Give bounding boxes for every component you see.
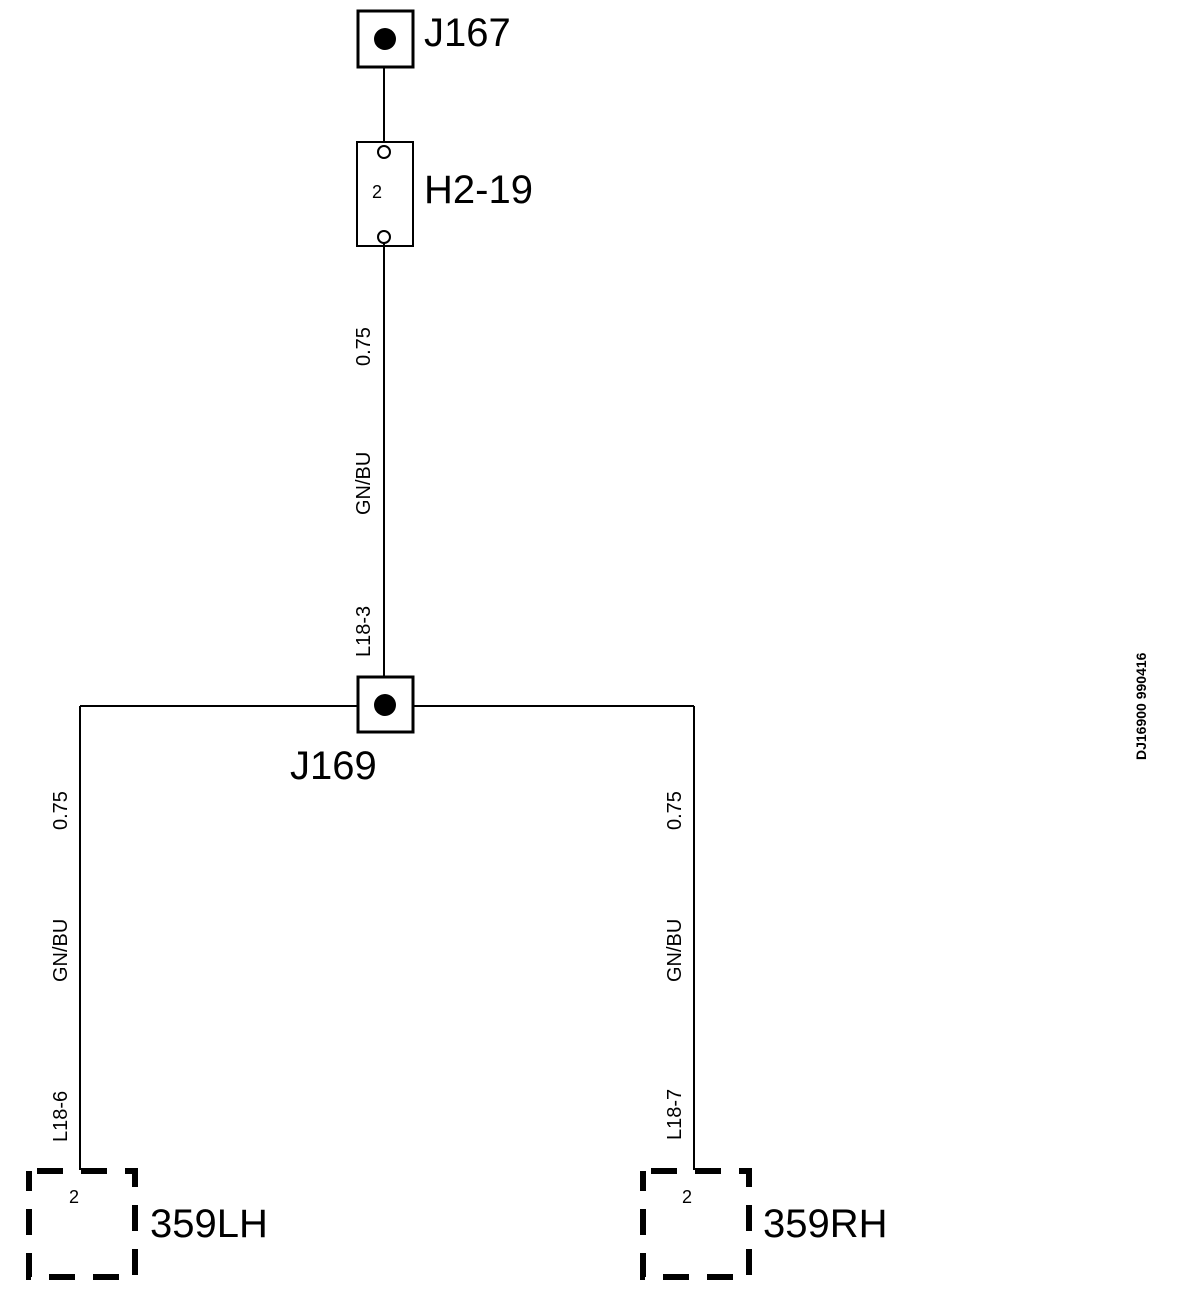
j167-splice-dot bbox=[374, 28, 396, 50]
j167-label: J167 bbox=[424, 11, 511, 55]
j167-splice-box bbox=[356, 9, 415, 69]
wire-main-terminal: L18-3 bbox=[353, 606, 375, 657]
wire-left-terminal: L18-6 bbox=[50, 1091, 72, 1142]
j169-splice-dot bbox=[374, 694, 396, 716]
h2-19-pin: 2 bbox=[372, 182, 382, 202]
wire-left-color: GN/BU bbox=[50, 919, 72, 982]
wire-right-size: 0.75 bbox=[664, 791, 686, 830]
wire-main-size: 0.75 bbox=[353, 327, 375, 366]
lamp-rh-pin: 2 bbox=[682, 1187, 692, 1207]
j169-label: J169 bbox=[290, 744, 377, 788]
wire-right-terminal: L18-7 bbox=[664, 1089, 686, 1140]
lamp-rh-box bbox=[640, 1168, 752, 1280]
lamp-lh-box bbox=[26, 1168, 138, 1280]
lamp-rh-label: 359RH bbox=[763, 1202, 888, 1246]
wire-main-color: GN/BU bbox=[353, 452, 375, 515]
h2-19-label: H2-19 bbox=[424, 168, 533, 212]
drawing-reference: DJ16900 990416 bbox=[1133, 652, 1149, 760]
lamp-lh-pin: 2 bbox=[69, 1187, 79, 1207]
lamp-lh-label: 359LH bbox=[150, 1202, 268, 1246]
h2-19-terminal-bottom bbox=[377, 230, 391, 244]
h2-19-terminal-top bbox=[377, 145, 391, 159]
h2-19-box bbox=[356, 141, 414, 247]
wire-right-color: GN/BU bbox=[664, 919, 686, 982]
wire-left-size: 0.75 bbox=[50, 791, 72, 830]
